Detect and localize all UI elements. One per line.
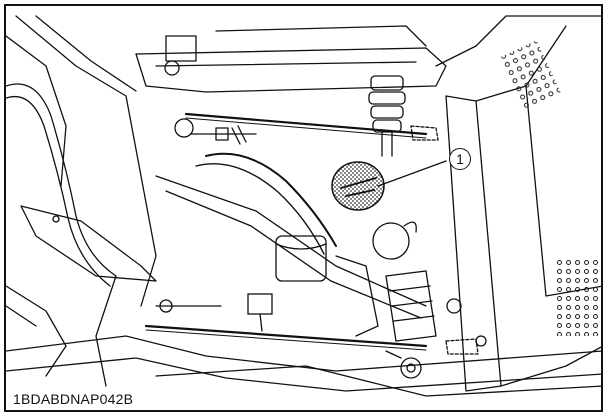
linkage-line-drawing [6,15,601,397]
upper-control-rod [184,112,428,136]
detail-circle [331,161,385,211]
callout-leader [377,160,447,187]
right-side-panel [435,15,601,67]
rod-end-ball [400,357,422,379]
figure-caption: 1BDABDNAP042B [13,391,134,407]
left-frame-rail [15,15,157,307]
left-hinge-plate [20,205,157,282]
center-hose [205,152,337,247]
figure-frame: 1 1BDABDNAP042B [4,4,603,412]
lower-control-rod [144,324,428,348]
spring-damper [368,75,406,157]
top-cross-member [135,47,447,93]
callout-number-1: 1 [449,148,471,170]
round-cap [372,222,410,260]
